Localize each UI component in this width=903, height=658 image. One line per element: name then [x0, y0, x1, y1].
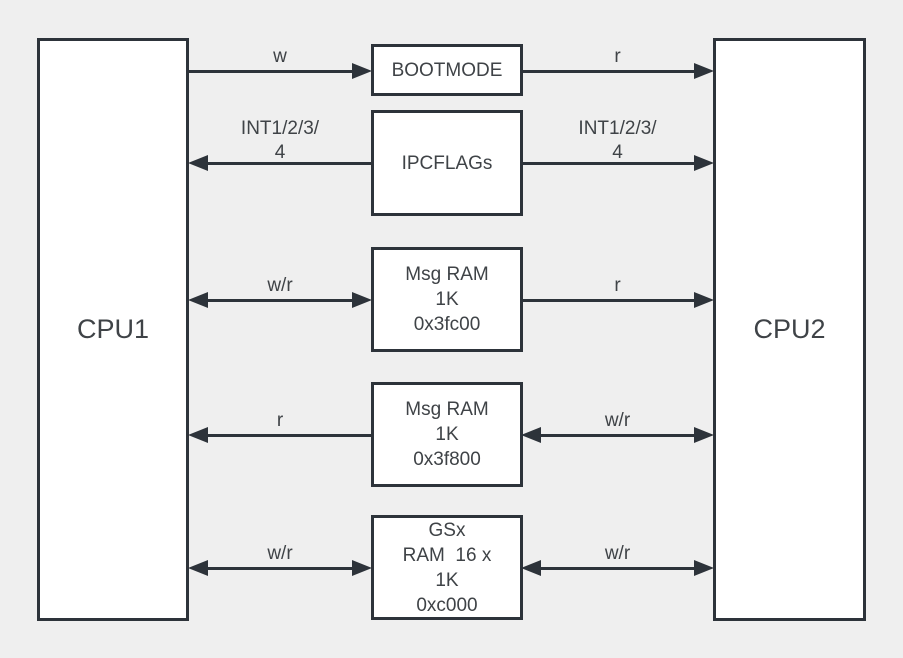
- arrow-label-msgram-0x3f800-right: w/r: [604, 410, 631, 431]
- arrow-shaft: [193, 298, 367, 302]
- cpu1-box: CPU1: [37, 38, 189, 621]
- arrowhead-right-icon: [694, 292, 714, 308]
- arrowhead-left-icon: [521, 427, 541, 443]
- arrowhead-right-icon: [694, 63, 714, 79]
- arrow-label-ipcflags-right: INT1/2/3/ 4: [578, 118, 657, 163]
- arrow-label-gsxram-left: w/r: [267, 543, 293, 564]
- arrow-cpu2-msgram-0x3f800-bidirectional: [521, 427, 714, 443]
- arrow-shaft: [188, 69, 367, 73]
- arrowhead-right-icon: [352, 63, 372, 79]
- module-msg-ram-0x3fc00-label: Msg RAM 1K 0x3fc00: [405, 264, 489, 335]
- arrow-label-bootmode-right: r: [614, 46, 621, 67]
- arrow-label-bootmode-left: w: [273, 46, 287, 67]
- arrow-msgram-0x3fc00-to-cpu2: [521, 292, 714, 308]
- cpu1-label: CPU1: [76, 314, 150, 344]
- module-ipcflags-label: IPCFLAGs: [401, 152, 493, 174]
- module-msg-ram-0x3fc00-box: Msg RAM 1K 0x3fc00: [371, 247, 523, 352]
- arrowhead-left-icon: [188, 292, 208, 308]
- arrow-label-msgram-0x3fc00-right: r: [614, 275, 621, 296]
- module-msg-ram-0x3f800-label: Msg RAM 1K 0x3f800: [405, 399, 489, 470]
- arrow-shaft: [193, 566, 367, 570]
- arrow-cpu2-gsxram-bidirectional: [521, 560, 714, 576]
- arrow-label-msgram-0x3f800-left: r: [276, 410, 284, 431]
- module-ipcflags-box: IPCFLAGs: [371, 110, 523, 216]
- module-gsx-ram-label: GSx RAM 16 x 1K 0xc000: [402, 519, 492, 616]
- module-bootmode-label: BOOTMODE: [391, 59, 503, 81]
- arrow-label-gsxram-right: w/r: [604, 543, 631, 564]
- arrow-bootmode-to-cpu2: [521, 63, 714, 79]
- arrowhead-right-icon: [694, 155, 714, 171]
- arrowhead-left-icon: [188, 560, 208, 576]
- arrow-cpu1-msgram-0x3fc00-bidirectional: [188, 292, 372, 308]
- arrow-msgram-0x3f800-to-cpu1: [188, 427, 372, 443]
- module-gsx-ram-box: GSx RAM 16 x 1K 0xc000: [371, 515, 523, 620]
- arrowhead-left-icon: [188, 427, 208, 443]
- module-bootmode-box: BOOTMODE: [371, 44, 523, 96]
- arrow-shaft: [193, 433, 372, 437]
- arrow-cpu1-to-bootmode: [188, 63, 372, 79]
- arrow-label-msgram-0x3fc00-left: w/r: [267, 275, 293, 296]
- arrow-shaft: [521, 298, 709, 302]
- arrow-label-ipcflags-left: INT1/2/3/ 4: [240, 118, 320, 163]
- arrowhead-left-icon: [188, 155, 208, 171]
- arrow-shaft: [526, 433, 709, 437]
- arrow-ipcflags-to-cpu1: [188, 155, 372, 171]
- arrowhead-right-icon: [352, 292, 372, 308]
- cpu2-box: CPU2: [713, 38, 866, 621]
- arrowhead-left-icon: [521, 560, 541, 576]
- arrow-shaft: [521, 161, 709, 165]
- arrowhead-right-icon: [694, 560, 714, 576]
- cpu2-label: CPU2: [753, 314, 826, 344]
- arrowhead-right-icon: [352, 560, 372, 576]
- arrow-cpu1-gsxram-bidirectional: [188, 560, 372, 576]
- arrow-shaft: [193, 161, 372, 165]
- arrow-shaft: [521, 69, 709, 73]
- arrow-ipcflags-to-cpu2: [521, 155, 714, 171]
- arrow-shaft: [526, 566, 709, 570]
- module-msg-ram-0x3f800-box: Msg RAM 1K 0x3f800: [371, 382, 523, 487]
- arrowhead-right-icon: [694, 427, 714, 443]
